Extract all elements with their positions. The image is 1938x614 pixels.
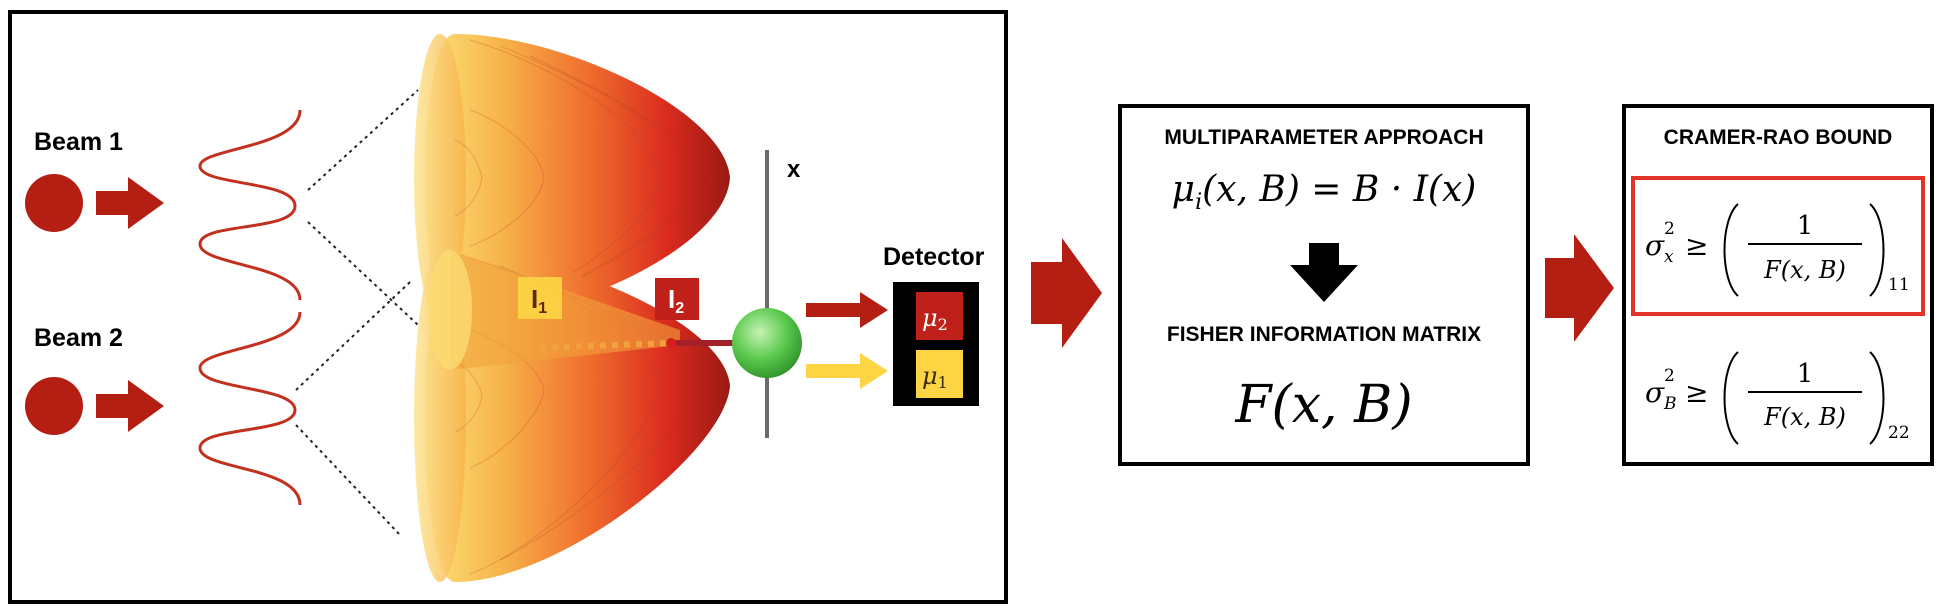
fisher-subtitle: FISHER INFORMATION MATRIX — [1167, 323, 1481, 346]
x-axis-label: x — [787, 156, 801, 183]
svg-text:σ: σ — [1645, 376, 1665, 409]
i1-label: I1 — [531, 284, 547, 317]
svg-text:F(x, B): F(x, B) — [1763, 256, 1846, 284]
svg-text:σ: σ — [1645, 229, 1665, 262]
multiparameter-title: MULTIPARAMETER APPROACH — [1164, 126, 1483, 149]
beam-2-label: Beam 2 — [34, 324, 123, 352]
detector-title: Detector — [883, 243, 985, 271]
mu1-arrow-icon — [806, 353, 888, 389]
detector-mu2-cell — [916, 292, 963, 340]
svg-text:11: 11 — [1888, 275, 1910, 295]
i2-label: I2 — [668, 284, 684, 317]
fisher-matrix: F(x, B) — [1234, 375, 1412, 435]
detector-mu2-label: μ2 — [922, 304, 948, 334]
panel-arrow-1-icon — [1031, 238, 1102, 348]
path-junction — [666, 338, 676, 348]
beam-2-arrow-icon — [96, 380, 164, 432]
overlap-tube — [428, 250, 680, 370]
detector-mu1-label: μ1 — [922, 362, 948, 392]
svg-text:22: 22 — [1888, 423, 1910, 443]
detector-mu1-cell — [916, 350, 963, 398]
panel-arrow-2-icon — [1545, 234, 1614, 342]
svg-text:2: 2 — [1664, 366, 1675, 386]
svg-text:1: 1 — [1797, 211, 1814, 241]
bound-x: σ 2 x ≥ 1 F(x, B) 11 — [1645, 203, 1910, 297]
beam-1-wave — [198, 109, 302, 301]
bound-b: σ 2 B ≥ 1 F(x, B) 22 — [1645, 351, 1910, 445]
svg-text:B: B — [1663, 394, 1677, 414]
upper-beam-cone — [414, 34, 730, 322]
cramer-rao-title: CRAMER-RAO BOUND — [1664, 126, 1893, 149]
bound-x-highlight — [1631, 176, 1925, 316]
svg-text:2: 2 — [1664, 219, 1675, 239]
svg-text:1: 1 — [1797, 359, 1814, 389]
beam-2-source-icon — [25, 377, 83, 435]
cramer-rao-panel-frame — [1622, 104, 1934, 466]
svg-text:F(x, B): F(x, B) — [1763, 403, 1846, 431]
projection-lines — [295, 89, 419, 536]
beam-panel-frame — [8, 10, 1008, 604]
i1-label-box — [518, 277, 562, 319]
svg-text:x: x — [1664, 247, 1674, 267]
beam-2-wave — [198, 311, 302, 506]
svg-text:≥: ≥ — [1685, 229, 1708, 262]
multiparameter-panel-frame — [1118, 104, 1530, 466]
down-arrow-icon — [1290, 243, 1358, 302]
mu2-arrow-icon — [806, 292, 888, 328]
svg-text:≥: ≥ — [1685, 376, 1708, 409]
beam-1-label: Beam 1 — [34, 128, 123, 156]
i1-path-dotted — [539, 340, 671, 351]
beam-1-arrow-icon — [96, 177, 164, 229]
beam-1-source-icon — [25, 174, 83, 232]
multiparameter-equation: μi(x, B) = B · I(x) — [1172, 169, 1477, 215]
i2-label-box — [655, 278, 699, 320]
sample-sphere — [732, 308, 802, 378]
